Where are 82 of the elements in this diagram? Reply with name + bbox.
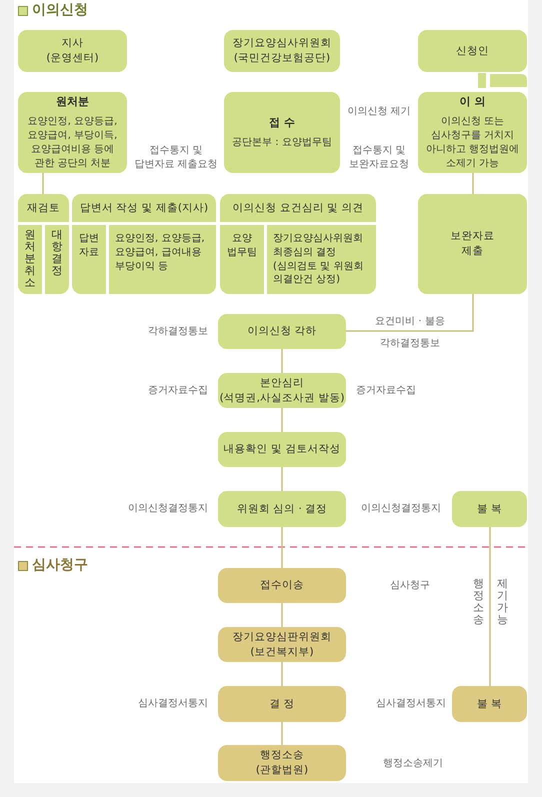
connector-line — [489, 527, 491, 686]
box-label: 위원회 심의 · 결정 — [236, 502, 328, 516]
process-box — [224, 30, 340, 72]
flow-note: 심사결정서통지 — [376, 697, 446, 711]
side-note: 이의신청결정통지 — [128, 502, 208, 516]
process-box — [218, 745, 346, 781]
box-title: 접 수 — [269, 114, 295, 130]
flow-note: 심사청구 — [390, 579, 430, 593]
box-label: 이의신청 각하 — [247, 324, 317, 339]
flow-note: 행정소송제기 — [383, 757, 443, 771]
process-box — [218, 491, 346, 527]
box-description: 요양인정, 요양등급, 요양급여, 부당이득, 요양급여비용 등에 관한 공단의 처분 — [26, 115, 118, 172]
box-description: 이의신청 또는 심사청구를 거치지 아니하고 행정법원에 소제기 가능 — [424, 115, 520, 172]
process-box — [224, 92, 340, 173]
process-box — [218, 568, 346, 603]
connector-line — [281, 349, 283, 373]
flow-note: 이의신청결정통지 — [361, 502, 441, 516]
box-title: 원처분 — [56, 94, 89, 110]
connector-line — [281, 467, 283, 491]
cell-text: 원처분취소 — [24, 229, 36, 290]
grouped-panel — [72, 194, 216, 294]
box-label: 행정소송 (관할법원) — [256, 748, 308, 778]
cell-text: 답변 자료 — [79, 232, 99, 260]
panel-heading: 재검토 — [27, 201, 60, 216]
side-note: 각하결정통보 — [148, 324, 208, 338]
connector-line — [346, 294, 474, 332]
cell-text: 대항결정 — [52, 229, 62, 278]
box-label: 불 복 — [476, 696, 502, 712]
box-label: 본안심리 — [260, 376, 304, 390]
process-box — [418, 30, 527, 72]
panel-heading: 이의신청 요건심리 및 의견 — [232, 201, 364, 216]
connector-line — [281, 408, 283, 432]
process-box — [418, 92, 527, 173]
cell-text: 장기요양심사위원회 최종심의 결정 (심의검토 및 위원회 의결안건 상정) — [273, 232, 364, 288]
process-box — [218, 314, 346, 349]
box-label: 결 정 — [269, 696, 295, 712]
side-note: 증거자료수집 — [148, 384, 208, 398]
box-description: 공단본부 : 요양법무팀 — [232, 136, 332, 150]
cell-text: 요양 법무팀 — [227, 232, 257, 260]
grouped-panel — [18, 194, 69, 294]
box-label: 보완자료 제출 — [450, 229, 494, 259]
process-box — [218, 627, 346, 662]
box-label: 불 복 — [476, 502, 502, 516]
process-box — [452, 686, 527, 722]
flow-note: 각하결정통보 — [380, 337, 440, 351]
flow-note: 행정소송 — [473, 578, 484, 626]
flow-note: 요건미비 · 불응 — [375, 315, 445, 329]
process-box — [452, 491, 527, 527]
cell-text: 요양인정, 요양등급, 요양급여, 급여내용 부당이익 등 — [115, 232, 206, 274]
section-heading: 심사청구 — [32, 556, 88, 574]
box-label: 장기요양심사위원회 (국민건강보험공단) — [232, 36, 332, 66]
panel-cell — [42, 222, 69, 294]
box-label: 내용확인 및 검토서작성 — [224, 442, 340, 457]
process-box — [218, 686, 346, 722]
connector-line — [281, 662, 283, 686]
box-label: 신청인 — [456, 44, 489, 58]
process-box — [18, 92, 127, 173]
process-box — [418, 194, 527, 294]
process-box — [18, 30, 127, 72]
panel-cell — [264, 222, 376, 294]
process-box — [218, 432, 346, 467]
flow-note: 제기가능 — [497, 578, 508, 626]
connector-line — [472, 173, 474, 194]
connector-line — [42, 173, 44, 194]
connector-line — [281, 722, 283, 745]
box-label: 접수이송 — [260, 578, 304, 593]
process-box — [218, 373, 346, 408]
side-note: 심사결정서통지 — [138, 697, 208, 711]
panel-cell — [106, 222, 216, 294]
connector-line — [281, 527, 283, 568]
connector-line — [281, 603, 283, 627]
box-label: (석명권,사실조사권 발동) — [220, 390, 344, 406]
panel-heading: 답변서 작성 및 제출(지사) — [80, 201, 208, 216]
section-heading: 이의신청 — [32, 1, 88, 20]
flow-note: 접수통지 및 보완자료요청 — [348, 144, 410, 172]
grouped-panel — [220, 194, 376, 294]
box-label: 장기요양심판위원회 (보건복지부) — [232, 630, 332, 660]
flow-note: 이의신청 제기 — [347, 105, 411, 119]
flow-note: 접수통지 및 답변자료 제출요청 — [133, 144, 219, 172]
box-title: 이 의 — [460, 94, 486, 110]
side-note: 증거자료수집 — [356, 384, 416, 398]
box-label: 지사 (운영센터) — [46, 36, 99, 66]
